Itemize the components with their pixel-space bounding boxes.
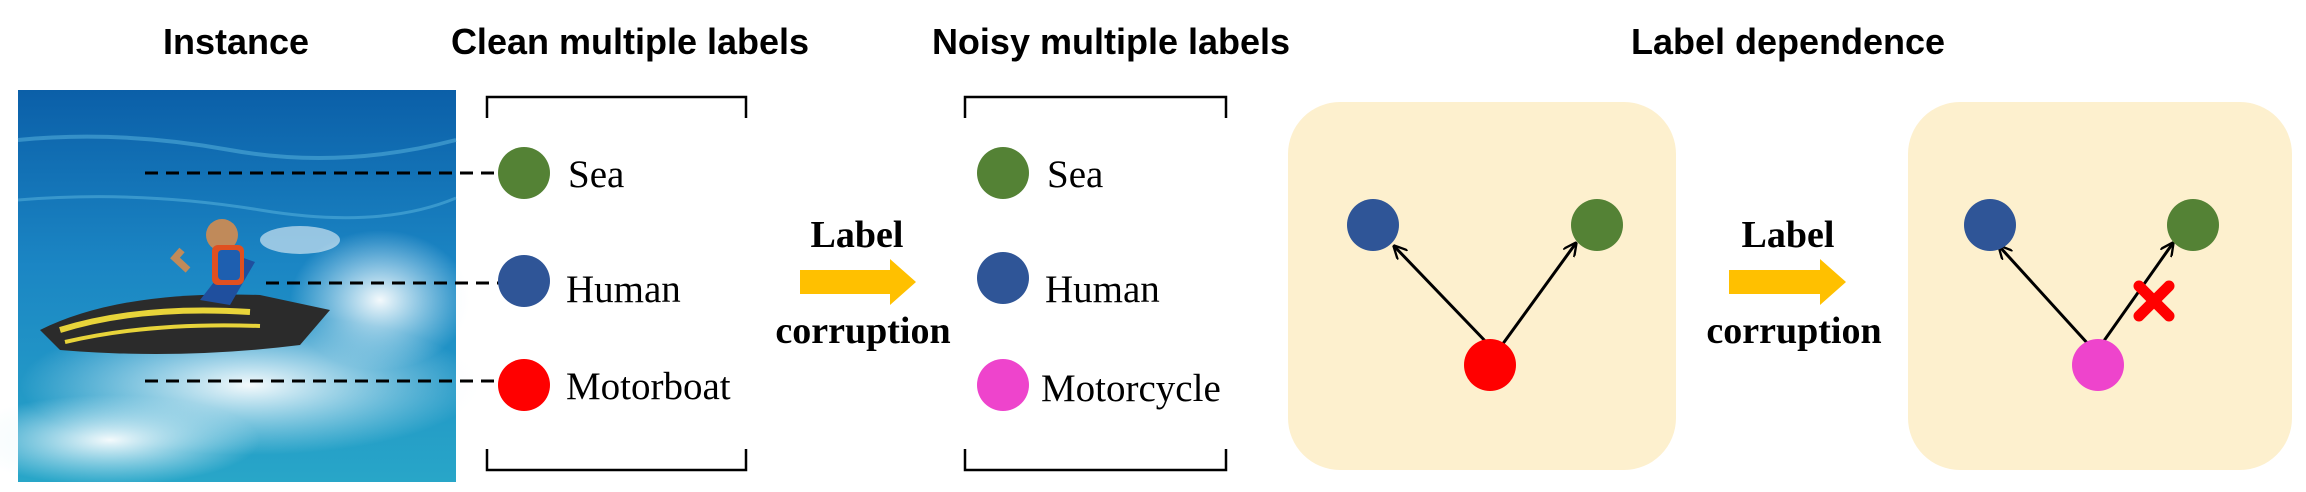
noisy-sea-circle	[977, 147, 1029, 199]
header-clean-labels: Clean multiple labels	[451, 21, 809, 62]
clean-human-circle	[498, 255, 550, 307]
dep2-sea-node	[2167, 199, 2219, 251]
dep2-motorcycle-node	[2072, 339, 2124, 391]
edge-motorcycle-to-human	[1999, 246, 2091, 347]
dep1-sea-node	[1571, 199, 1623, 251]
noisy-label-sea: Sea	[1047, 153, 1103, 196]
corruption-text-2-line1: Label	[1742, 214, 1835, 256]
dep2-human-node	[1964, 199, 2016, 251]
corruption-arrow-2	[1729, 259, 1846, 305]
noisy-human-circle	[977, 252, 1029, 304]
corruption-arrow-1	[800, 259, 916, 305]
instance-photo	[0, 90, 480, 485]
noisy-bracket-top	[963, 95, 1228, 118]
broken-dependence-cross-icon	[2133, 280, 2175, 322]
edge-motorboat-to-human	[1394, 246, 1491, 347]
clean-label-human: Human	[566, 268, 681, 311]
header-noisy-labels: Noisy multiple labels	[932, 21, 1290, 62]
header-instance: Instance	[163, 21, 309, 62]
clean-sea-circle	[498, 147, 550, 199]
dep1-motorboat-node	[1464, 339, 1516, 391]
header-label-dependence: Label dependence	[1631, 21, 1945, 62]
noisy-bracket-bottom	[963, 449, 1228, 472]
corruption-text-2-line2: corruption	[1706, 310, 1881, 352]
clean-bracket-bottom	[485, 449, 748, 472]
edge-motorcycle-to-sea	[2099, 243, 2173, 346]
noisy-label-human: Human	[1045, 268, 1160, 311]
clean-label-sea: Sea	[568, 153, 624, 196]
clean-bracket-top	[485, 95, 748, 118]
dependence-panel-noisy	[1908, 102, 2292, 470]
corruption-text-1-line2: corruption	[775, 310, 950, 352]
noisy-motorcycle-circle	[977, 359, 1029, 411]
dependence-panel-clean	[1288, 102, 1676, 470]
noisy-label-motorcycle: Motorcycle	[1041, 367, 1221, 410]
clean-label-motorboat: Motorboat	[566, 365, 731, 408]
corruption-text-1-line1: Label	[811, 214, 904, 256]
dep1-human-node	[1347, 199, 1399, 251]
edge-motorboat-to-sea	[1500, 243, 1576, 346]
clean-motorboat-circle	[498, 359, 550, 411]
